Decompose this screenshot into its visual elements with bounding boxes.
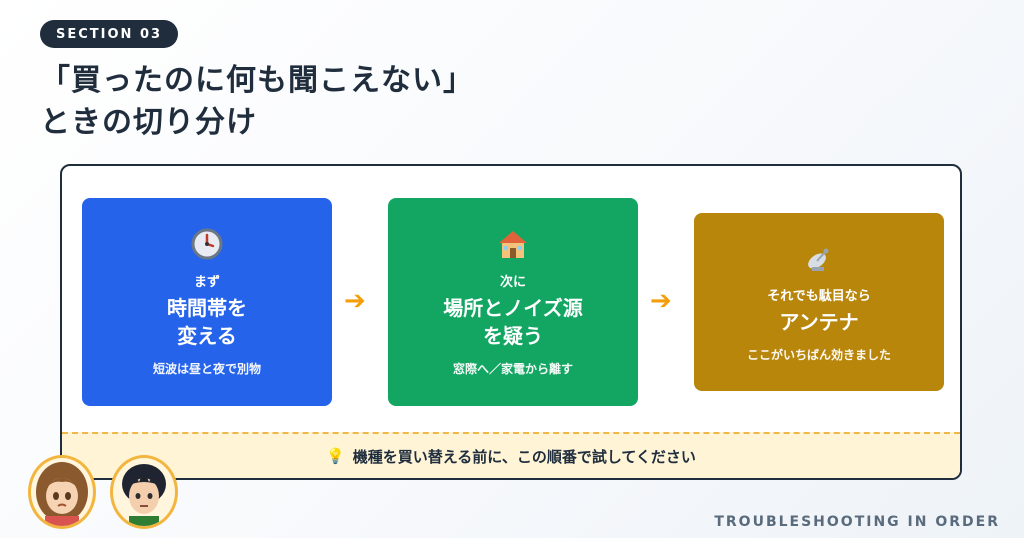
- step-2-lead: 次に: [499, 275, 526, 290]
- step-2-title: 場所とノイズ源 を疑う: [443, 294, 582, 350]
- section-badge: SECTION 03: [40, 20, 179, 48]
- house-icon: [496, 227, 530, 261]
- page-title-line2: ときの切り分け: [40, 105, 257, 140]
- step-1-title-line1: 時間帯を: [167, 296, 247, 320]
- step-3-title: アンテナ: [779, 308, 858, 336]
- girl-avatar: [28, 455, 96, 529]
- footer-caption: TROUBLESHOOTING IN ORDER: [714, 514, 1000, 530]
- step-card-3: それでも駄目なら アンテナ ここがいちばん効きました: [694, 213, 944, 391]
- step-1-title-line2: 変える: [177, 324, 237, 348]
- step-3-note: ここがいちばん効きました: [746, 348, 891, 362]
- step-card-1: まず 時間帯を 変える 短波は昼と夜で別物: [82, 198, 332, 406]
- step-card-2: 次に 場所とノイズ源 を疑う 窓際へ／家電から離す: [388, 198, 638, 406]
- tip-bar: 💡 機種を買い替える前に、この順番で試してください: [62, 432, 960, 478]
- boy-avatar: [110, 455, 178, 529]
- step-2-title-line2: を疑う: [483, 324, 543, 348]
- lightbulb-icon: 💡: [326, 447, 345, 465]
- clock-icon: [190, 227, 224, 261]
- step-3-lead: それでも駄目なら: [767, 289, 871, 304]
- step-1-lead: まず: [193, 275, 220, 290]
- satellite-antenna-icon: [802, 241, 836, 275]
- page-title: 「買ったのに何も聞こえない」 ときの切り分け: [40, 60, 474, 144]
- flow-panel: まず 時間帯を 変える 短波は昼と夜で別物 ➔ 次に 場所とノイズ源 を疑う 窓…: [60, 164, 962, 480]
- page-title-line1: 「買ったのに何も聞こえない」: [40, 63, 474, 98]
- step-1-note: 短波は昼と夜で別物: [152, 362, 261, 376]
- tip-text: 機種を買い替える前に、この順番で試してください: [352, 447, 696, 466]
- step-3-title-line1: アンテナ: [779, 310, 859, 334]
- arrow-icon: ➔: [650, 286, 672, 316]
- step-1-title: 時間帯を 変える: [167, 294, 247, 350]
- step-2-note: 窓際へ／家電から離す: [452, 362, 573, 376]
- arrow-icon: ➔: [344, 286, 366, 316]
- step-2-title-line1: 場所とノイズ源: [443, 296, 583, 320]
